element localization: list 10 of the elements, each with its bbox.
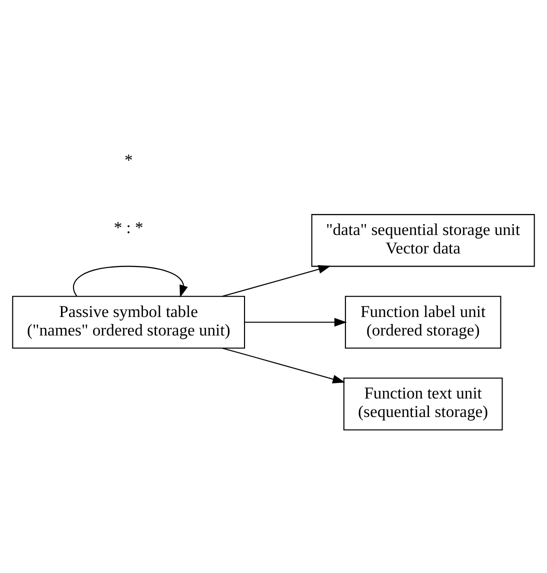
arrow xyxy=(73,266,188,298)
arrow xyxy=(222,348,346,384)
label: * : * xyxy=(114,218,144,237)
arrow xyxy=(222,265,331,297)
label: * xyxy=(124,150,133,170)
node-box: Passive symbol table ("names" ordered storage unit) xyxy=(12,296,246,349)
arrow xyxy=(244,318,347,327)
node-box: Function text unit (sequential storage) xyxy=(343,378,503,430)
node-box: "data" sequential storage unit Vector data xyxy=(311,214,535,267)
node-box: Function label unit (ordered storage) xyxy=(344,296,502,349)
